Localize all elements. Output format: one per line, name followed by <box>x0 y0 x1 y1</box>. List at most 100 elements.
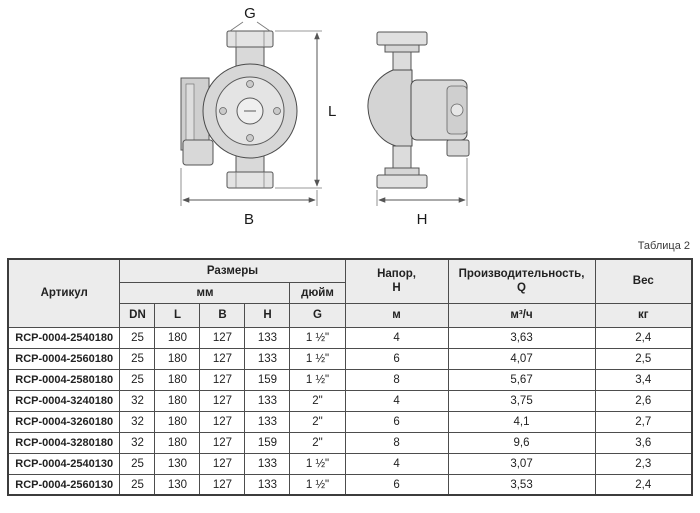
cell-b: 127 <box>199 452 246 475</box>
header-capacity: Производительность, Q <box>447 258 596 304</box>
cell-weight: 3,4 <box>594 368 693 391</box>
pump-technical-drawing: G L B <box>0 0 700 232</box>
header-l: L <box>154 302 201 328</box>
cell-article: RCP-0004-3280180 <box>7 431 121 454</box>
cell-weight: 3,6 <box>594 431 693 454</box>
cell-h: 133 <box>244 452 291 475</box>
dimension-b: B <box>180 168 318 228</box>
cell-h: 133 <box>244 410 291 433</box>
cell-weight: 2,3 <box>594 452 693 475</box>
table-caption: Таблица 2 <box>637 240 690 252</box>
cell-l: 180 <box>154 410 201 433</box>
cell-g: 1 ½" <box>289 473 346 496</box>
cell-head: 6 <box>344 473 449 496</box>
cell-capacity: 3,63 <box>447 326 596 349</box>
pump-drawing-svg: G L B <box>180 5 470 228</box>
cell-capacity: 3,75 <box>447 389 596 412</box>
dimension-l: L <box>275 30 336 189</box>
header-dn: DN <box>119 302 156 328</box>
dim-label-g: G <box>244 5 256 22</box>
pump-spec-table: Артикул Размеры Напор, Н Производительно… <box>6 258 694 497</box>
cell-head: 6 <box>344 347 449 370</box>
dim-label-l: L <box>328 103 336 120</box>
cell-article: RCP-0004-3260180 <box>7 410 121 433</box>
cell-dn: 32 <box>119 389 156 412</box>
cell-article: RCP-0004-2540130 <box>7 452 121 475</box>
cell-b: 127 <box>199 347 246 370</box>
cell-head: 4 <box>344 452 449 475</box>
header-capacity-unit: м³/ч <box>447 302 596 328</box>
header-head: Напор, Н <box>344 258 449 304</box>
header-article: Артикул <box>7 258 121 328</box>
cell-g: 1 ½" <box>289 368 346 391</box>
cell-l: 130 <box>154 452 201 475</box>
dim-label-b: B <box>244 211 254 228</box>
dimension-g: G <box>229 5 271 32</box>
cell-head: 8 <box>344 431 449 454</box>
table-header: Артикул Размеры Напор, Н Производительно… <box>7 258 693 328</box>
cell-dn: 25 <box>119 326 156 349</box>
header-head-unit: м <box>344 302 449 328</box>
cell-h: 133 <box>244 473 291 496</box>
cell-g: 2" <box>289 410 346 433</box>
cell-b: 127 <box>199 473 246 496</box>
cell-head: 4 <box>344 389 449 412</box>
cell-weight: 2,7 <box>594 410 693 433</box>
header-weight-unit: кг <box>594 302 693 328</box>
cell-capacity: 4,07 <box>447 347 596 370</box>
dimension-h: H <box>376 158 468 228</box>
cell-article: RCP-0004-2560180 <box>7 347 121 370</box>
cell-article: RCP-0004-2580180 <box>7 368 121 391</box>
cell-weight: 2,4 <box>594 473 693 496</box>
cell-b: 127 <box>199 389 246 412</box>
cell-b: 127 <box>199 410 246 433</box>
cell-h: 159 <box>244 431 291 454</box>
cell-head: 8 <box>344 368 449 391</box>
cell-article: RCP-0004-2560130 <box>7 473 121 496</box>
header-inch: дюйм <box>289 281 346 304</box>
header-g: G <box>289 302 346 328</box>
header-weight: Вес <box>594 258 693 304</box>
cell-article: RCP-0004-2540180 <box>7 326 121 349</box>
cell-weight: 2,4 <box>594 326 693 349</box>
cell-dn: 25 <box>119 452 156 475</box>
cell-h: 133 <box>244 326 291 349</box>
cell-dn: 32 <box>119 431 156 454</box>
cell-l: 180 <box>154 368 201 391</box>
cell-capacity: 4,1 <box>447 410 596 433</box>
cell-l: 180 <box>154 326 201 349</box>
header-h: H <box>244 302 291 328</box>
cell-head: 6 <box>344 410 449 433</box>
header-dimensions: Размеры <box>119 258 346 283</box>
header-b: B <box>199 302 246 328</box>
cell-capacity: 9,6 <box>447 431 596 454</box>
cell-l: 180 <box>154 431 201 454</box>
cell-weight: 2,5 <box>594 347 693 370</box>
header-mm: мм <box>119 281 291 304</box>
cell-g: 2" <box>289 431 346 454</box>
cell-dn: 25 <box>119 368 156 391</box>
cell-b: 127 <box>199 326 246 349</box>
cell-article: RCP-0004-3240180 <box>7 389 121 412</box>
cell-b: 127 <box>199 368 246 391</box>
cell-l: 180 <box>154 347 201 370</box>
cell-dn: 32 <box>119 410 156 433</box>
cell-capacity: 3,53 <box>447 473 596 496</box>
cell-capacity: 3,07 <box>447 452 596 475</box>
cell-l: 130 <box>154 473 201 496</box>
cell-head: 4 <box>344 326 449 349</box>
cell-g: 1 ½" <box>289 452 346 475</box>
cell-l: 180 <box>154 389 201 412</box>
cell-h: 133 <box>244 347 291 370</box>
cell-weight: 2,6 <box>594 389 693 412</box>
cell-h: 159 <box>244 368 291 391</box>
cell-dn: 25 <box>119 347 156 370</box>
